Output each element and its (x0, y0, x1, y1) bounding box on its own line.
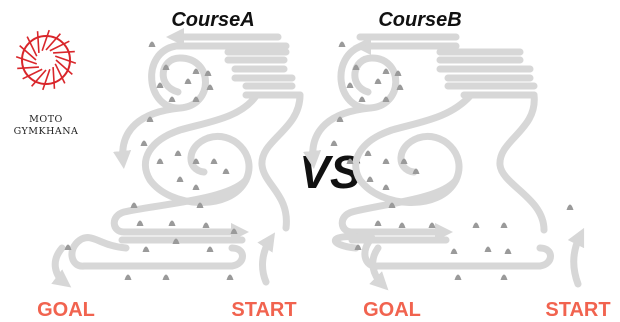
cone-marker (500, 222, 508, 228)
logo-spoke (42, 68, 51, 91)
cone-marker (124, 274, 132, 280)
cone-marker (382, 96, 390, 102)
cone-marker (162, 274, 170, 280)
cone-marker (230, 228, 238, 234)
cone-marker (146, 116, 154, 122)
logo-spoke (52, 67, 56, 89)
logo-spokes (15, 29, 77, 91)
cone-marker (222, 168, 230, 174)
cone-marker (206, 84, 214, 90)
cone-marker (210, 158, 218, 164)
cone-marker (156, 82, 164, 88)
course-a-goal-label: GOAL (37, 299, 95, 321)
cone-marker (130, 202, 138, 208)
course-b-title: CourseB (378, 9, 461, 31)
logo-spoke (54, 63, 66, 84)
logo-spoke (41, 29, 50, 52)
cone-marker (472, 222, 480, 228)
cone-marker (176, 176, 184, 182)
course-a-cones (64, 41, 238, 280)
course-a-start-label: START (231, 299, 296, 321)
course-b-cones (330, 41, 574, 280)
logo-spoke (45, 33, 61, 51)
cone-marker (346, 82, 354, 88)
cone-marker (184, 78, 192, 84)
cone-marker (500, 274, 508, 280)
cone-marker (192, 68, 200, 74)
logo-spoke (53, 50, 75, 54)
logo-emblem (15, 29, 77, 91)
cone-marker (336, 116, 344, 122)
logo-spoke (54, 55, 77, 64)
logo-spoke (15, 56, 38, 65)
logo-spoke (19, 45, 37, 61)
course-a-title: CourseA (171, 9, 254, 31)
cone-marker (354, 244, 362, 250)
cone-marker (358, 96, 366, 102)
course-b-start-label: START (545, 299, 610, 321)
course-a: CourseA GOAL START (37, 9, 304, 321)
logo-ring (21, 35, 71, 85)
course-b: CourseB GOAL START (303, 9, 611, 321)
cone-marker (382, 158, 390, 164)
cone-marker (382, 184, 390, 190)
cone-marker (374, 78, 382, 84)
cone-marker (330, 140, 338, 146)
cone-marker (168, 220, 176, 226)
cone-marker (396, 84, 404, 90)
cone-marker (366, 176, 374, 182)
cone-marker (196, 202, 204, 208)
logo-line-1: MOTO (29, 114, 63, 125)
logo-spoke (31, 69, 47, 87)
cone-marker (400, 158, 408, 164)
logo-spoke (22, 68, 43, 80)
cone-marker (204, 70, 212, 76)
cone-marker (450, 248, 458, 254)
cone-marker (338, 41, 346, 47)
course-b-path (303, 33, 585, 291)
cone-marker (388, 202, 396, 208)
cone-marker (484, 246, 492, 252)
logo-spoke (26, 36, 38, 57)
logo-spoke (17, 66, 39, 70)
vs-label: VS (299, 146, 361, 198)
cone-marker (162, 64, 170, 70)
logo-spoke (55, 59, 73, 75)
course-b-goal-label: GOAL (363, 299, 421, 321)
logo-spoke (36, 31, 40, 53)
cone-marker (64, 244, 72, 250)
cone-marker (374, 220, 382, 226)
cone-marker (192, 184, 200, 190)
cone-marker (226, 274, 234, 280)
cone-marker (364, 150, 372, 156)
course-a-path (51, 27, 304, 288)
cone-marker (136, 220, 144, 226)
cone-marker (172, 238, 180, 244)
cone-marker (454, 274, 462, 280)
logo-spoke (49, 40, 70, 52)
cone-marker (174, 150, 182, 156)
cone-marker (566, 204, 574, 210)
cone-marker (412, 168, 420, 174)
cone-marker (428, 222, 436, 228)
moto-gymkhana-logo: MOTO GYMKHANA (14, 29, 79, 137)
logo-line-2: GYMKHANA (14, 126, 79, 137)
cone-marker (202, 222, 210, 228)
cone-marker (394, 70, 402, 76)
cone-marker (504, 248, 512, 254)
cone-marker (156, 158, 164, 164)
cone-marker (192, 96, 200, 102)
cone-marker (192, 158, 200, 164)
cone-marker (142, 246, 150, 252)
cone-marker (206, 246, 214, 252)
cone-marker (346, 158, 354, 164)
cone-marker (398, 222, 406, 228)
cone-marker (168, 96, 176, 102)
cone-marker (352, 64, 360, 70)
cone-marker (148, 41, 156, 47)
cone-marker (382, 68, 390, 74)
cone-marker (140, 140, 148, 146)
